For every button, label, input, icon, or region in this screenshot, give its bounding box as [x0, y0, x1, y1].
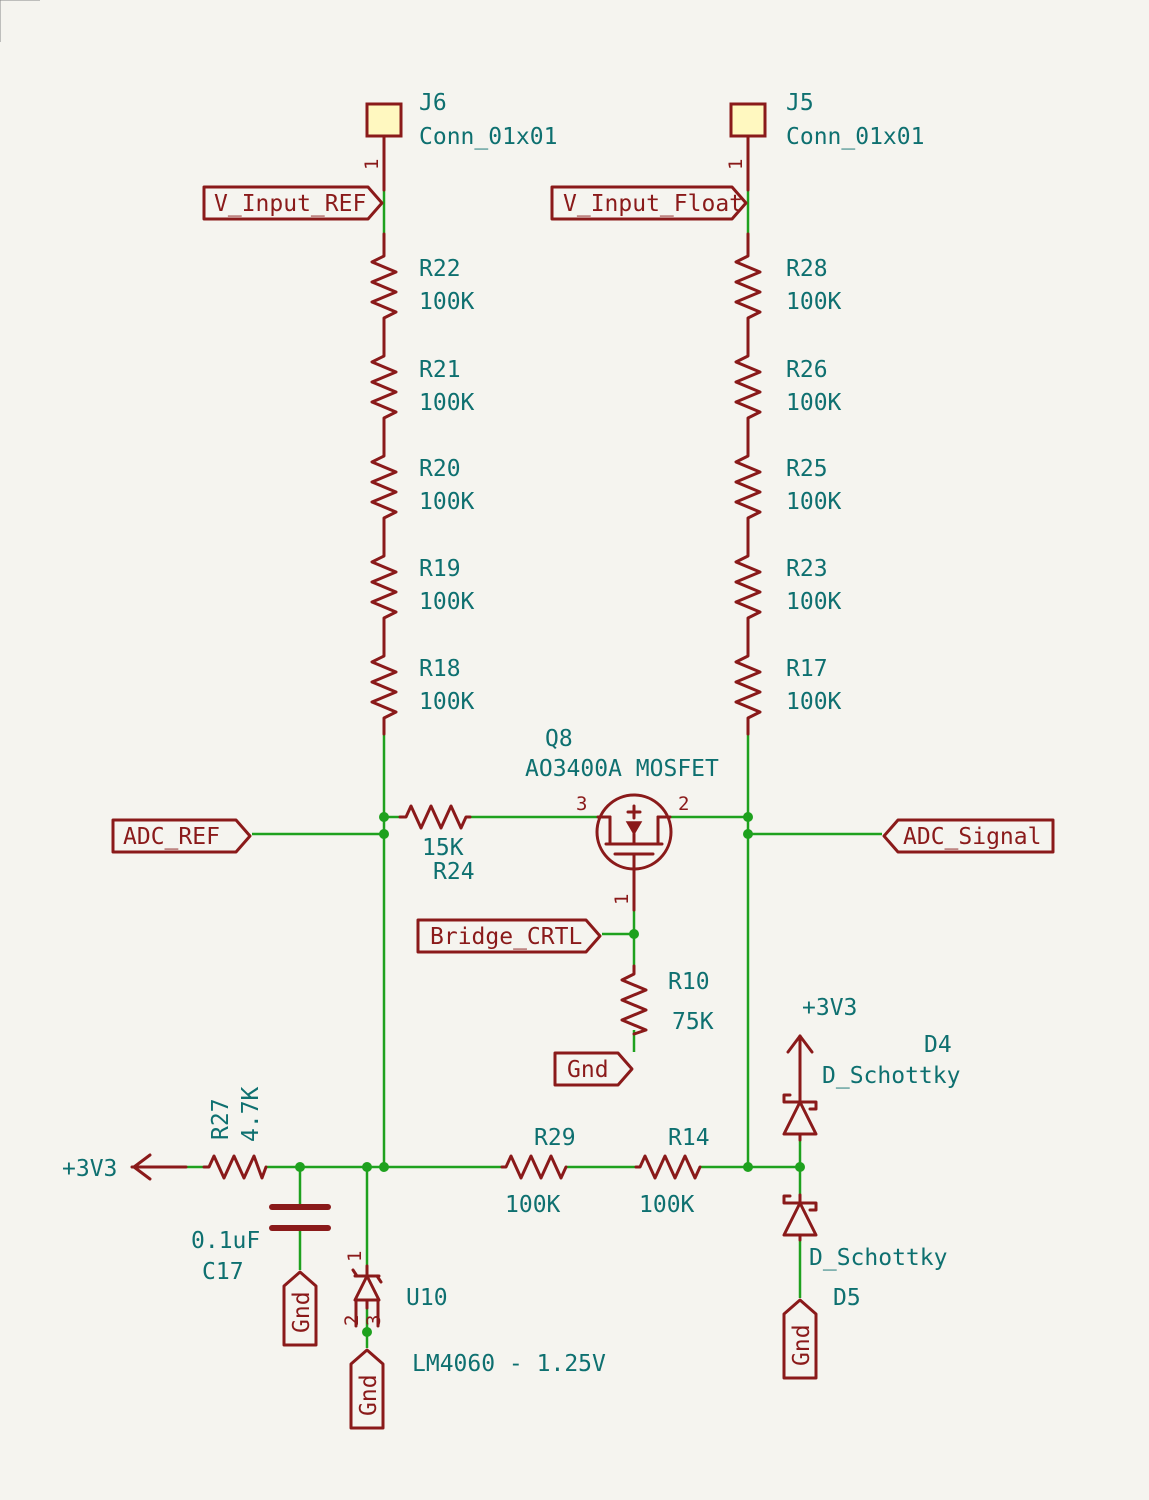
net-label-text: Gnd	[356, 1374, 382, 1416]
power-label: +3V3	[62, 1156, 117, 1182]
u10-ref: U10	[406, 1285, 448, 1311]
resistor-r27[interactable]: R27 4.7K	[202, 1086, 268, 1180]
resistor-ref: R18	[419, 656, 461, 682]
resistor-r25[interactable]: R25 100K	[734, 432, 842, 536]
power-3v3-right[interactable]: +3V3	[786, 995, 857, 1092]
net-label-gnd-u10[interactable]: Gnd	[349, 1348, 385, 1430]
resistor-ref: R27	[208, 1098, 234, 1140]
resistor-value: 100K	[786, 689, 842, 715]
resistor-r18[interactable]: R18 100K	[370, 632, 475, 736]
net-label-text: Gnd	[789, 1324, 815, 1366]
diode-value: D_Schottky	[809, 1245, 947, 1271]
resistor-ref: R22	[419, 256, 461, 282]
resistor-ref: R14	[668, 1125, 710, 1151]
resistor-value: 100K	[786, 289, 842, 315]
resistor-r20[interactable]: R20 100K	[370, 432, 475, 536]
net-label-adc-ref[interactable]: ADC_REF	[111, 818, 252, 854]
resistor-value: 4.7K	[238, 1086, 264, 1142]
j5-value: Conn_01x01	[786, 124, 924, 150]
connector-j6[interactable]: 1 J6 Conn_01x01	[361, 90, 557, 192]
net-label-gnd-c17[interactable]: Gnd	[282, 1270, 318, 1347]
resistor-value: 100K	[419, 689, 475, 715]
power-3v3-left[interactable]: +3V3	[62, 1153, 188, 1182]
resistor-value: 75K	[672, 1009, 714, 1035]
resistor-value: 100K	[419, 390, 475, 416]
resistor-r26[interactable]: R26 100K	[734, 332, 842, 436]
voltage-reference-u10[interactable]: 1 2 3 U10 LM4060 - 1.25V	[341, 1251, 606, 1377]
j5-pin-number: 1	[725, 159, 747, 170]
net-label-bridge-crtl[interactable]: Bridge_CRTL	[416, 918, 602, 954]
resistor-r17[interactable]: R17 100K	[734, 632, 842, 736]
j6-value: Conn_01x01	[419, 124, 557, 150]
mosfet-q8[interactable]: 3 2 1 Q8 AO3400A MOSFET	[525, 726, 719, 912]
capacitor-c17[interactable]: 0.1uF C17	[191, 1204, 331, 1285]
net-label-gnd-r10[interactable]: Gnd	[553, 1051, 634, 1087]
net-label-text: V_Input_REF	[214, 191, 366, 217]
diode-d5[interactable]: D_Schottky D5	[782, 1193, 947, 1311]
mosfet-pin-gate: 1	[611, 894, 633, 905]
net-label-text: Gnd	[289, 1291, 315, 1333]
u10-pin-2: 2	[341, 1315, 363, 1326]
u10-pin-3: 3	[363, 1315, 385, 1326]
resistor-value: 100K	[419, 289, 475, 315]
capacitor-value: 0.1uF	[191, 1228, 260, 1254]
diode-d4[interactable]: D4 D_Schottky	[782, 1032, 960, 1142]
net-label-gnd-d5[interactable]: Gnd	[782, 1298, 818, 1380]
resistor-r21[interactable]: R21 100K	[370, 332, 475, 436]
resistor-ref: R19	[419, 556, 461, 582]
power-label: +3V3	[802, 995, 857, 1021]
j6-pin-number: 1	[361, 159, 383, 170]
capacitor-ref: C17	[202, 1259, 244, 1285]
resistor-value: 100K	[505, 1192, 561, 1218]
resistor-ref: R24	[433, 859, 475, 885]
sheet-frame	[0, 0, 40, 42]
net-label-text: ADC_REF	[123, 824, 220, 850]
j6-ref: J6	[419, 90, 447, 116]
u10-value: LM4060 - 1.25V	[412, 1351, 606, 1377]
resistor-ref: R28	[786, 256, 828, 282]
junctions	[295, 812, 805, 1337]
resistor-r10[interactable]: R10 75K	[620, 964, 714, 1036]
net-label-v-input-ref[interactable]: V_Input_REF	[202, 185, 384, 221]
net-label-text: Gnd	[567, 1057, 609, 1083]
resistor-r29[interactable]: R29 100K	[500, 1125, 576, 1218]
resistor-ref: R10	[668, 969, 710, 995]
resistor-value: 15K	[422, 835, 464, 861]
resistor-r22[interactable]: R22 100K	[370, 232, 475, 336]
resistor-r28[interactable]: R28 100K	[734, 232, 842, 336]
mosfet-value: AO3400A MOSFET	[525, 756, 719, 782]
diode-ref: D4	[924, 1032, 952, 1058]
net-label-text: Bridge_CRTL	[430, 924, 582, 950]
resistor-ref: R26	[786, 357, 828, 383]
resistor-r23[interactable]: R23 100K	[734, 532, 842, 636]
connector-j5[interactable]: 1 J5 Conn_01x01	[725, 90, 924, 192]
net-label-v-input-float[interactable]: V_Input_Float	[550, 185, 748, 221]
resistor-ref: R25	[786, 456, 828, 482]
diode-value: D_Schottky	[822, 1063, 960, 1089]
mosfet-pin-source: 2	[678, 793, 689, 815]
resistor-ref: R21	[419, 357, 461, 383]
diode-ref: D5	[833, 1285, 861, 1311]
resistor-value: 100K	[419, 489, 475, 515]
resistor-r14[interactable]: R14 100K	[634, 1125, 710, 1218]
net-label-text: V_Input_Float	[563, 191, 743, 217]
net-label-adc-signal[interactable]: ADC_Signal	[882, 818, 1055, 854]
resistor-r19[interactable]: R19 100K	[370, 532, 475, 636]
resistor-value: 100K	[786, 589, 842, 615]
resistor-ref: R29	[534, 1125, 576, 1151]
u10-pin-1: 1	[344, 1251, 366, 1262]
mosfet-pin-drain: 3	[576, 793, 587, 815]
resistor-ref: R23	[786, 556, 828, 582]
resistor-value: 100K	[786, 489, 842, 515]
j5-ref: J5	[786, 90, 814, 116]
resistor-r24[interactable]: 15K R24	[398, 804, 475, 885]
resistor-ref: R20	[419, 456, 461, 482]
resistor-ref: R17	[786, 656, 828, 682]
resistor-value: 100K	[786, 390, 842, 416]
resistor-value: 100K	[639, 1192, 695, 1218]
net-label-text: ADC_Signal	[903, 824, 1041, 850]
resistor-value: 100K	[419, 589, 475, 615]
mosfet-ref: Q8	[545, 726, 573, 752]
